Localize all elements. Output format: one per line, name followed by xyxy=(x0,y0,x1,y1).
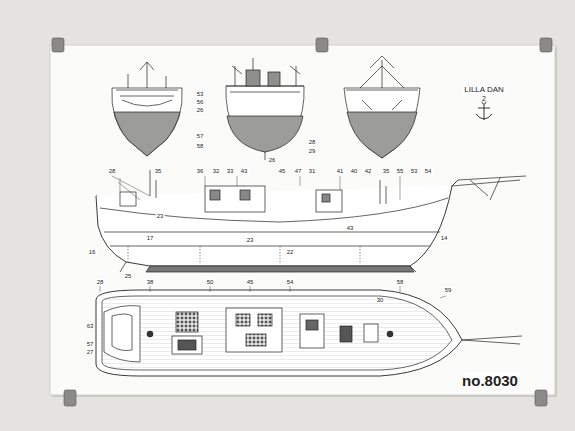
callout-number: 41 xyxy=(336,168,345,174)
callout-number: 27 xyxy=(86,349,95,355)
callout-number: 35 xyxy=(382,168,391,174)
callout-number: 28 xyxy=(108,168,117,174)
plan-number: no.8030 xyxy=(461,373,519,388)
callout-number: 56 xyxy=(196,99,205,105)
callout-number: 50 xyxy=(206,279,215,285)
callout-number: 26 xyxy=(196,107,205,113)
callout-number: 17 xyxy=(146,235,155,241)
callout-number: 22 xyxy=(286,249,295,255)
callout-number: 32 xyxy=(212,168,221,174)
callout-number: 28 xyxy=(96,279,105,285)
callout-number: 16 xyxy=(88,249,97,255)
callout-number: 23 xyxy=(246,237,255,243)
plan-title: LILLA DAN xyxy=(463,86,505,94)
callout-number: 47 xyxy=(294,168,303,174)
callout-number: 40 xyxy=(350,168,359,174)
callout-number: 53 xyxy=(410,168,419,174)
callout-number: 26 xyxy=(268,157,277,163)
callout-number: 35 xyxy=(154,168,163,174)
callout-number: 38 xyxy=(146,279,155,285)
callout-number: 54 xyxy=(424,168,433,174)
callout-number: 59 xyxy=(444,287,453,293)
callout-number: 14 xyxy=(440,235,449,241)
callout-number: 58 xyxy=(396,279,405,285)
callout-number: 45 xyxy=(278,168,287,174)
callout-number: 45 xyxy=(246,279,255,285)
callout-number: 31 xyxy=(308,168,317,174)
callout-number: 55 xyxy=(396,168,405,174)
callout-number: 63 xyxy=(86,323,95,329)
callout-number: 29 xyxy=(308,148,317,154)
sheet-number: 2 xyxy=(481,95,487,102)
callout-number: 43 xyxy=(240,168,249,174)
callout-number: 23 xyxy=(156,213,165,219)
callout-number: 33 xyxy=(226,168,235,174)
callout-number: 43 xyxy=(346,225,355,231)
callout-number: 53 xyxy=(196,91,205,97)
callout-number: 42 xyxy=(364,168,373,174)
callout-number: 36 xyxy=(196,168,205,174)
callout-number: 28 xyxy=(308,139,317,145)
callout-number: 57 xyxy=(196,133,205,139)
callout-number: 25 xyxy=(124,273,133,279)
callout-number: 57 xyxy=(86,341,95,347)
callout-number: 54 xyxy=(286,279,295,285)
callout-number: 30 xyxy=(376,297,385,303)
callout-number: 58 xyxy=(196,143,205,149)
